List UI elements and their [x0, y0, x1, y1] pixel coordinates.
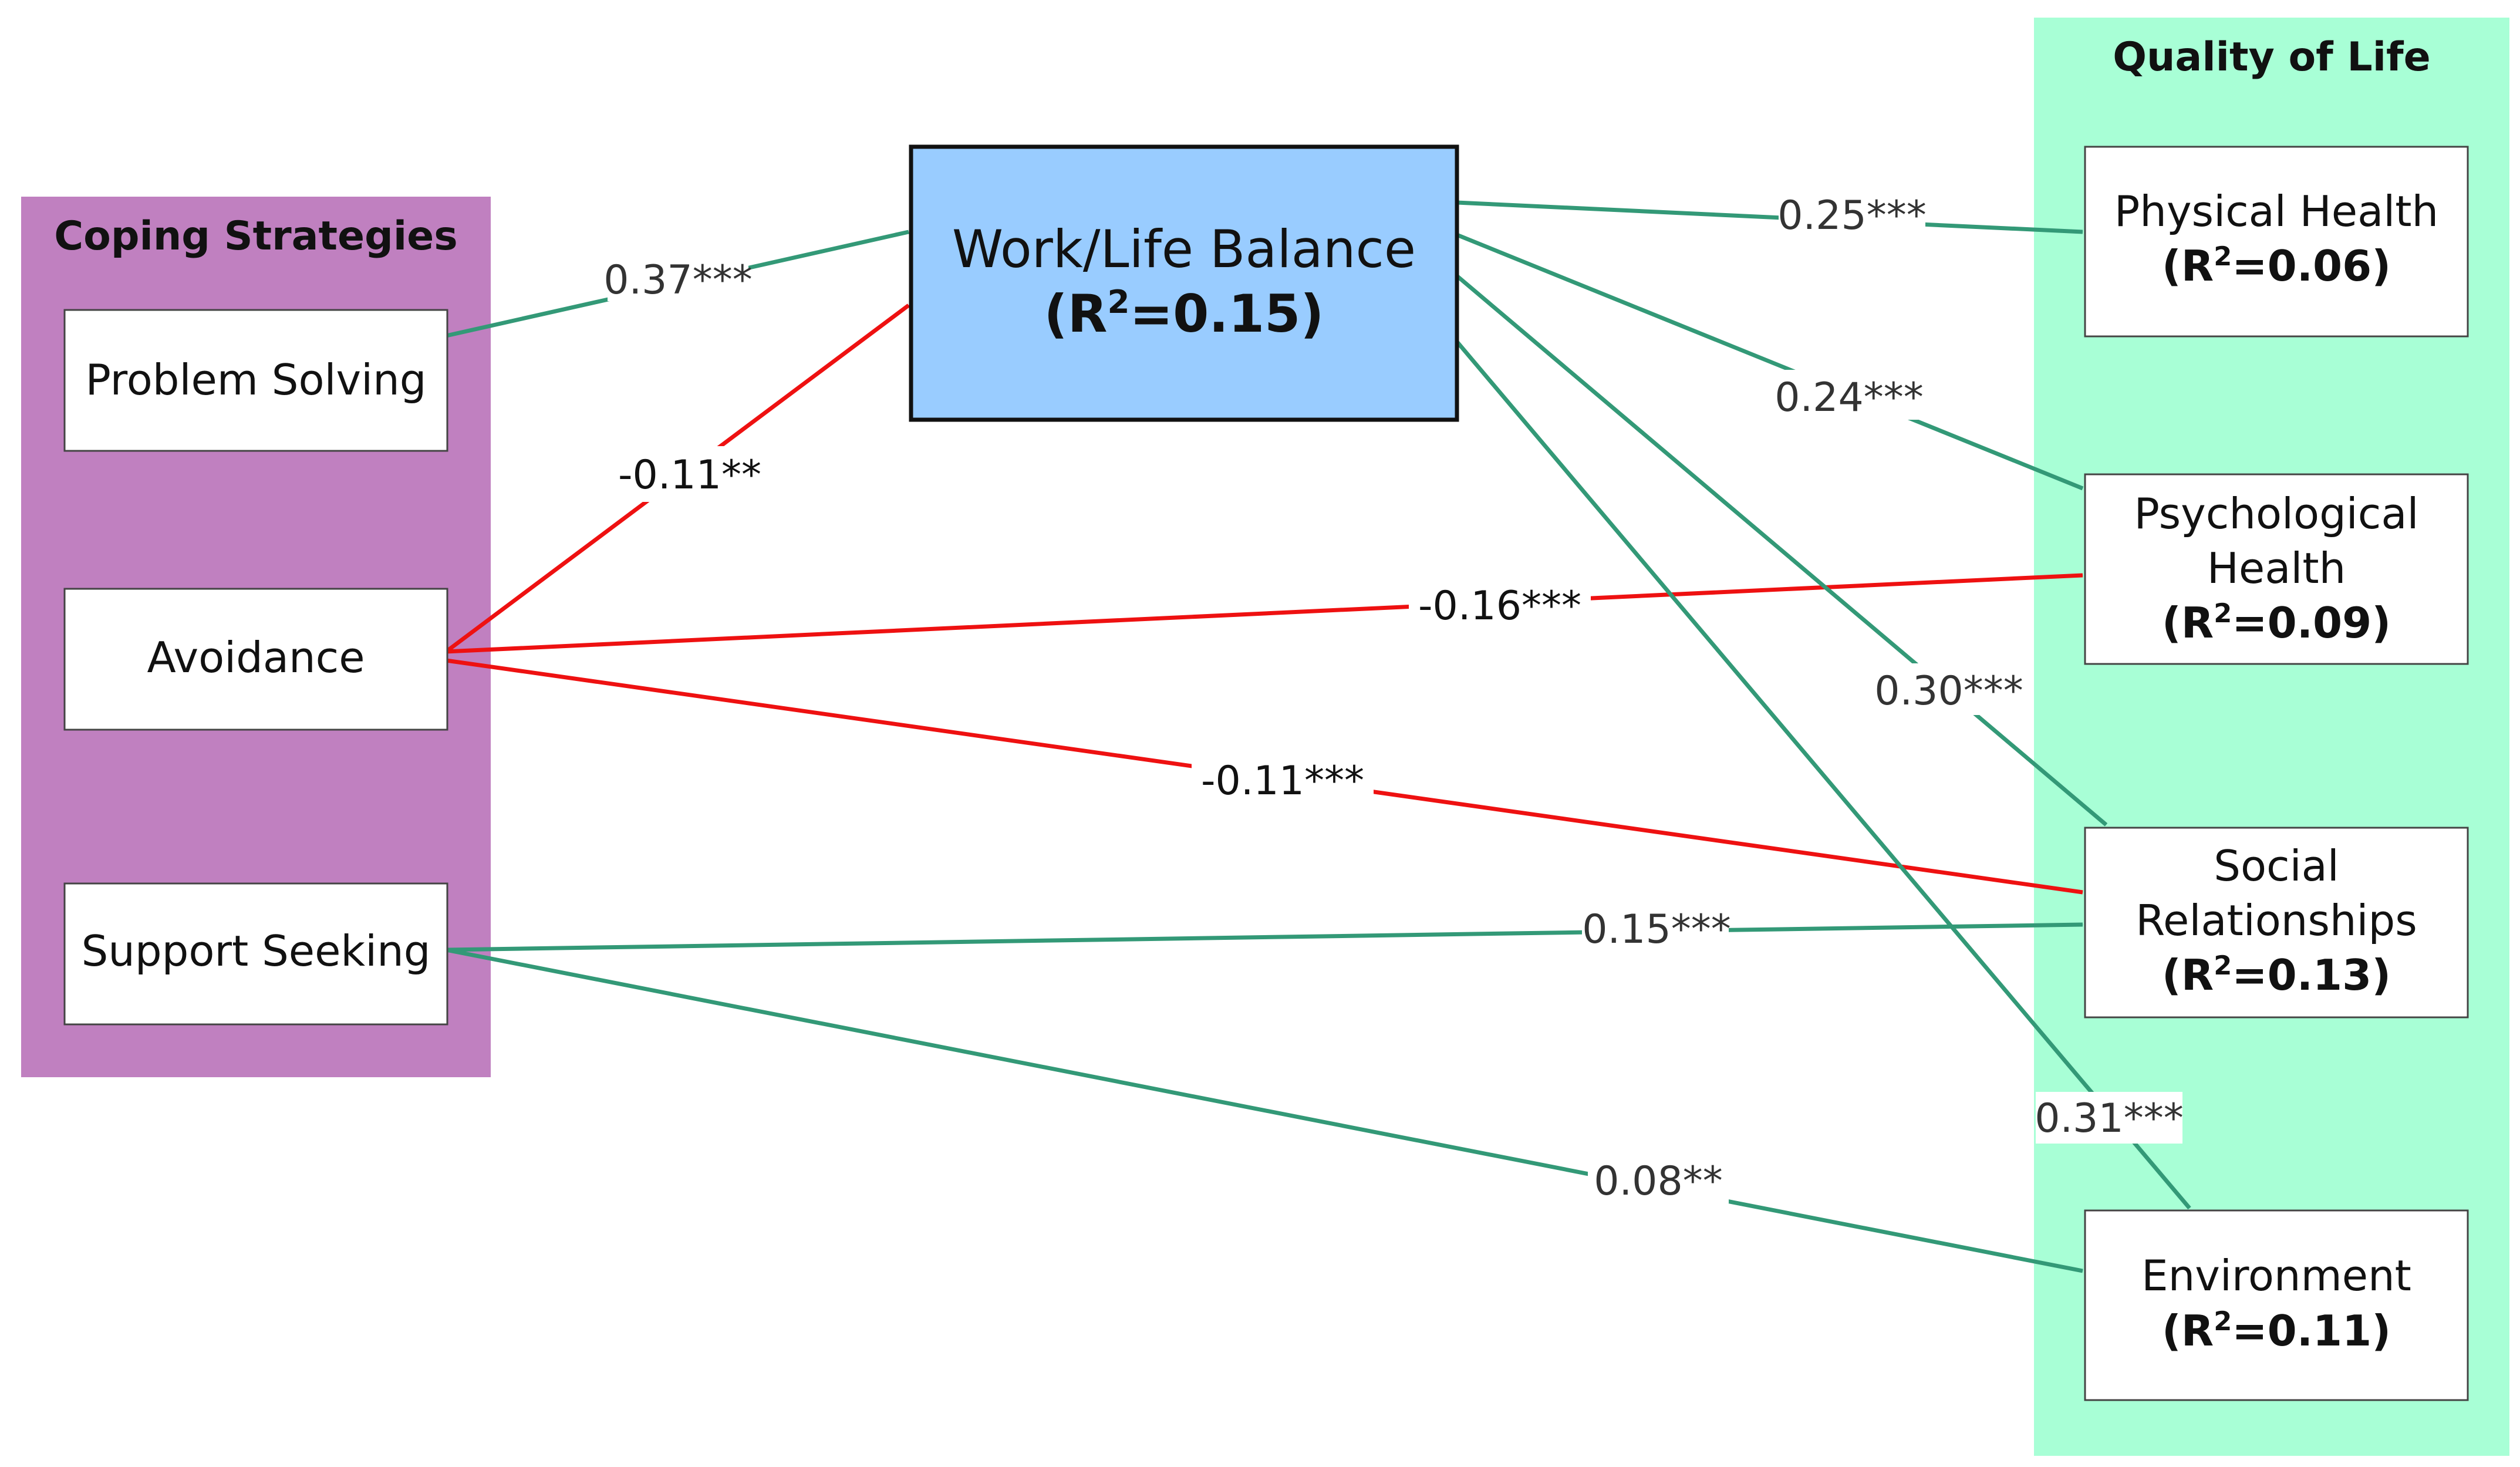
psychological-health-label-line1: Psychological	[2134, 489, 2418, 538]
label-avoidance-to-wlb: -0.11**	[618, 452, 761, 498]
node-avoidance: Avoidance	[63, 588, 448, 731]
social-relationships-r2: (R2=0.13)	[2162, 950, 2391, 1000]
label-wlb-to-physical: 0.25***	[1777, 193, 1926, 239]
node-social-relationships: Social Relationships (R2=0.13)	[2084, 827, 2469, 1019]
environment-r2: (R2=0.11)	[2162, 1306, 2391, 1355]
edge-wlb-to-psychological	[1456, 232, 2084, 491]
problem-solving-label: Problem Solving	[86, 355, 427, 404]
psychological-health-r2: (R2=0.09)	[2162, 598, 2391, 647]
quality-of-life-title: Quality of Life	[2113, 34, 2431, 80]
node-problem-solving: Problem Solving	[63, 309, 448, 452]
physical-health-label: Physical Health	[2114, 187, 2438, 236]
avoidance-label: Avoidance	[147, 633, 365, 682]
label-wlb-to-psychological: 0.24***	[1775, 375, 1923, 421]
label-support-seeking-to-social: 0.15***	[1582, 906, 1730, 953]
edge-support-seeking-to-social	[446, 922, 2083, 952]
social-relationships-label-line2: Relationships	[2136, 896, 2417, 945]
coping-strategies-title: Coping Strategies	[54, 213, 457, 259]
node-work-life-balance: Work/Life Balance (R2=0.15)	[909, 144, 1459, 422]
support-seeking-label: Support Seeking	[82, 926, 431, 976]
label-avoidance-to-social: -0.11***	[1201, 758, 1364, 804]
node-physical-health: Physical Health (R2=0.06)	[2084, 146, 2469, 338]
social-relationships-label-line1: Social	[2214, 841, 2339, 891]
edge-wlb-to-environment	[1455, 340, 2191, 1210]
edge-support-seeking-to-environment	[446, 947, 2083, 1273]
node-psychological-health: Psychological Health (R2=0.09)	[2084, 473, 2469, 665]
edge-wlb-to-physical	[1456, 200, 2083, 234]
label-wlb-to-social: 0.30***	[1874, 668, 2023, 714]
label-support-seeking-to-environment: 0.08**	[1594, 1158, 1722, 1205]
wlb-label: Work/Life Balance	[952, 219, 1416, 279]
psychological-health-label-line2: Health	[2207, 544, 2346, 593]
node-support-seeking: Support Seeking	[63, 882, 448, 1026]
edge-wlb-to-social	[1455, 274, 2108, 827]
physical-health-r2: (R2=0.06)	[2162, 241, 2391, 291]
wlb-r2: (R2=0.15)	[1044, 283, 1324, 344]
node-environment: Environment (R2=0.11)	[2084, 1209, 2469, 1401]
label-avoidance-to-psychological: -0.16***	[1418, 583, 1581, 629]
environment-label: Environment	[2141, 1251, 2411, 1300]
label-wlb-to-environment: 0.31***	[2035, 1095, 2183, 1142]
edge-avoidance-to-psychological	[446, 573, 2083, 654]
label-problem-solving-to-wlb: 0.37***	[603, 257, 752, 303]
edge-labels: 0.37*** -0.11** 0.25*** 0.24*** -0.16***…	[603, 188, 2184, 1205]
